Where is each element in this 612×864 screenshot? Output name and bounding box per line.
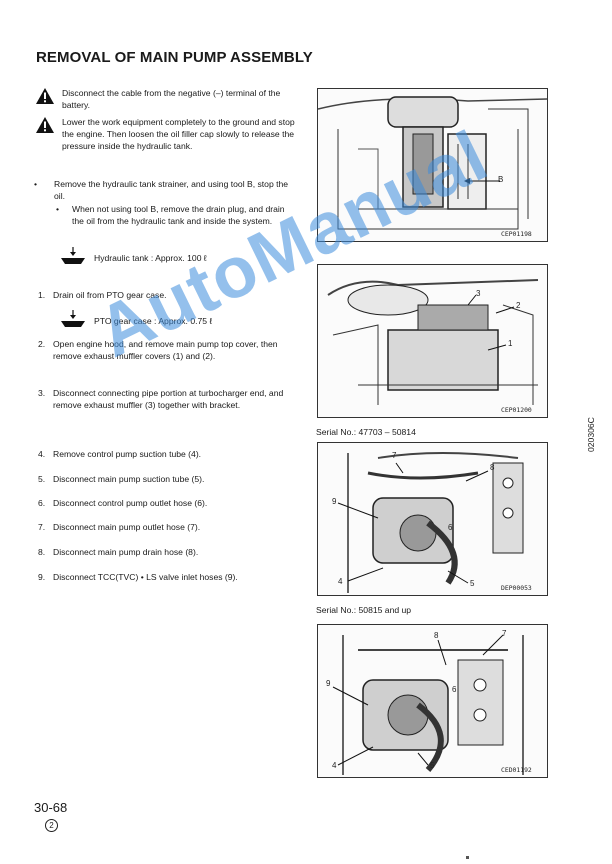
figure-hydraulic-tank: B CEP01198 [317,88,548,242]
figure-code: CED01192 [501,766,532,774]
scan-dot [466,856,469,859]
figure-label: 2 [516,301,521,310]
figure-pump-later: 8 7 9 6 4 5 CED01192 [317,624,548,778]
step-text: Drain oil from PTO gear case. [53,290,167,300]
figure-label: 4 [338,577,343,586]
figure-label: 1 [508,339,513,348]
step-number: 6. [38,498,46,508]
step-number: 5. [38,474,46,484]
step-4: 4. Remove control pump suction tube (4). [38,448,300,460]
warning-text-2: Lower the work equipment completely to t… [62,117,295,151]
figure-label: 5 [430,761,435,770]
drain-hydraulic: Hydraulic tank : Approx. 100 ℓ [60,247,207,264]
step-number: 2. [38,339,46,349]
bullet-mark: • [34,179,38,189]
figure-label: 5 [470,579,475,588]
prep-bullet: • Remove the hydraulic tank strainer, an… [34,178,298,227]
step-text: Open engine hood, and remove main pump t… [53,339,278,361]
step-text: Disconnect main pump suction tube (5). [53,474,205,484]
step-2: 2. Open engine hood, and remove main pum… [38,338,300,362]
figure-code: CEP01200 [501,406,532,414]
drain-icon [61,247,85,264]
warning-note-1: Disconnect the cable from the negative (… [36,87,298,111]
figure-code: CEP01198 [501,230,532,238]
step-3: 3. Disconnect connecting pipe portion at… [38,387,300,411]
figure-1-drawing [318,96,547,230]
step-number: 1. [38,290,46,300]
step-text: Disconnect control pump outlet hose (6). [53,498,208,508]
figure-label: 8 [490,463,495,472]
step-number: 9. [38,572,46,582]
figure-label: 7 [392,451,397,460]
figure-code: DEP00053 [501,584,532,592]
warning-note-2: Lower the work equipment completely to t… [36,116,298,152]
prep-sub-bullet: • When not using tool B, remove the drai… [56,203,298,227]
sub-bullet-mark: • [56,204,60,214]
warning-icon [36,117,54,133]
step-5: 5. Disconnect main pump suction tube (5)… [38,473,300,485]
step-number: 7. [38,522,46,532]
step-1: 1. Drain oil from PTO gear case. [38,289,300,301]
step-text: Disconnect main pump drain hose (8). [53,547,199,557]
figure-label: 6 [452,685,457,694]
step-6: 6. Disconnect control pump outlet hose (… [38,497,300,509]
warning-icon [36,88,54,104]
page-number: 30-68 [34,800,68,815]
side-code: 020306C [586,417,596,452]
prep-sub-text: When not using tool B, remove the drain … [72,204,285,226]
step-text: Disconnect connecting pipe portion at tu… [53,388,284,410]
drain-pto: PTO gear case : Approx. 0.75 ℓ [60,310,213,327]
page-title: REMOVAL OF MAIN PUMP ASSEMBLY [36,49,313,66]
figure-label: 9 [326,679,331,688]
step-number: 8. [38,547,46,557]
prep-text: Remove the hydraulic tank strainer, and … [54,179,289,201]
figure-muffler: 3 2 1 CEP01200 [317,264,548,418]
drain-pto-text: PTO gear case : Approx. 0.75 ℓ [94,316,213,326]
figure-label: 8 [434,631,439,640]
step-9: 9. Disconnect TCC(TVC) • LS valve inlet … [38,571,300,583]
step-number: 4. [38,449,46,459]
drain-hydraulic-text: Hydraulic tank : Approx. 100 ℓ [94,253,207,263]
figure-pump-early: 7 8 9 6 4 5 DEP00053 [317,442,548,596]
figure-label: 4 [332,761,337,770]
warning-text-1: Disconnect the cable from the negative (… [62,88,281,110]
step-text: Remove control pump suction tube (4). [53,449,202,459]
drain-icon [61,310,85,327]
figure-2-drawing [327,279,539,405]
figure-3-drawing [337,452,524,593]
figure-label: B [498,175,504,184]
revision-mark: 2 [45,819,58,832]
step-text: Disconnect TCC(TVC) • LS valve inlet hos… [53,572,238,582]
figure-label: 6 [448,523,453,532]
serial-label-1: Serial No.: 47703 – 50814 [316,427,416,437]
figure-label: 7 [502,629,507,638]
step-text: Disconnect main pump outlet hose (7). [53,522,201,532]
step-8: 8. Disconnect main pump drain hose (8). [38,546,300,558]
figure-label: 9 [332,497,337,506]
step-7: 7. Disconnect main pump outlet hose (7). [38,521,300,533]
step-number: 3. [38,388,46,398]
serial-label-2: Serial No.: 50815 and up [316,605,412,615]
figure-label: 3 [476,289,481,298]
figure-4-drawing [332,634,524,775]
